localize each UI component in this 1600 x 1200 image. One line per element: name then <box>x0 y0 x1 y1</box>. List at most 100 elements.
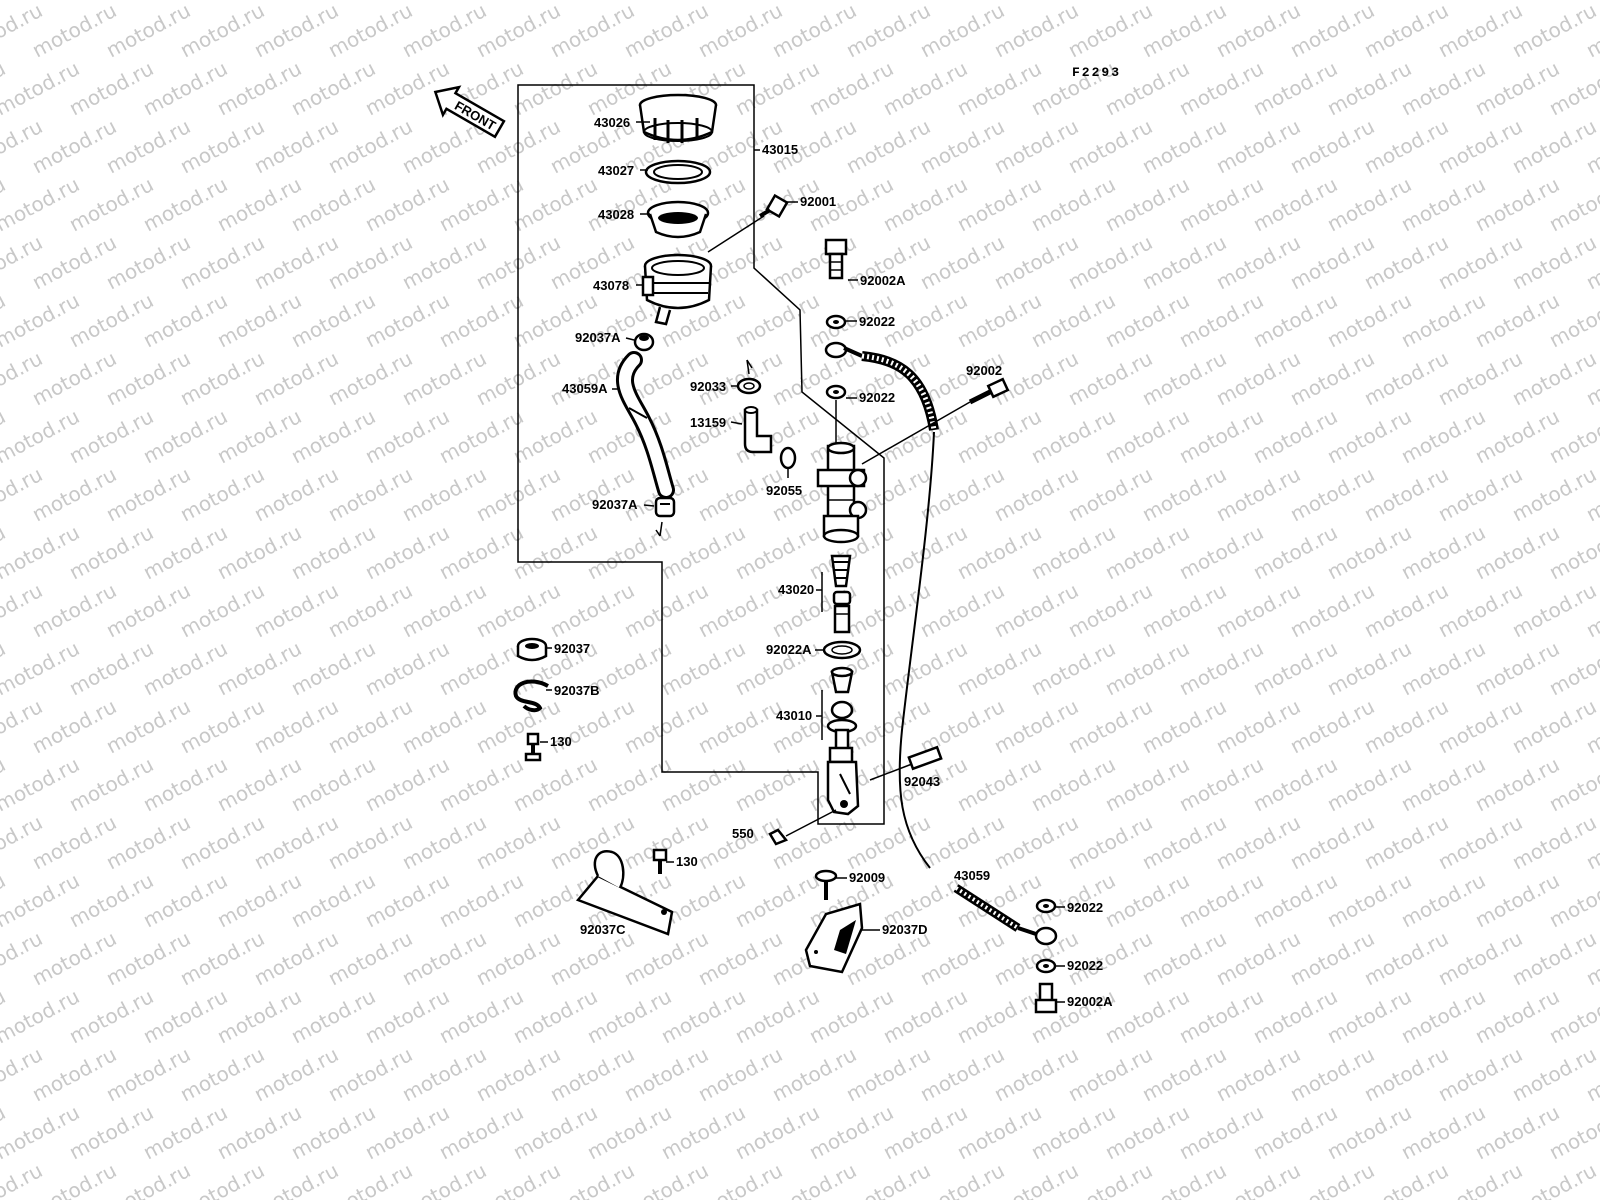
watermark-text: motod.ru <box>28 694 120 758</box>
watermark-text: motod.ru <box>1175 56 1267 120</box>
watermark-text: motod.ru <box>1212 462 1304 526</box>
watermark-text: motod.ru <box>1286 346 1378 410</box>
watermark-text: motod.ru <box>990 1042 1082 1106</box>
watermark-text: motod.ru <box>28 0 120 62</box>
watermark-text: motod.ru <box>546 578 638 642</box>
watermark-text: motod.ru <box>1249 1100 1341 1164</box>
label-92043: 92043 <box>904 774 940 789</box>
labels: 43026 43027 43028 43015 92001 43078 9200… <box>540 115 1113 1009</box>
watermark-text: motod.ru <box>28 462 120 526</box>
watermark-text: motod.ru <box>1508 346 1600 410</box>
watermark-text: motod.ru <box>805 984 897 1048</box>
watermark-text: motod.ru <box>324 346 416 410</box>
watermark-text: motod.ru <box>139 172 231 236</box>
watermark-text: motod.ru <box>213 984 305 1048</box>
watermark-text: motod.ru <box>1397 1100 1489 1164</box>
watermark-text: motod.ru <box>953 520 1045 584</box>
watermark-text: motod.ru <box>731 868 823 932</box>
watermark-text: motod.ru <box>1508 1042 1600 1106</box>
watermark-text: motod.ru <box>731 1100 823 1164</box>
watermark-text: motod.ru <box>1027 404 1119 468</box>
label-130-b: 130 <box>676 854 698 869</box>
diaphragm <box>646 200 710 239</box>
label-43028: 43028 <box>598 207 634 222</box>
watermark-text: motod.ru <box>1101 172 1193 236</box>
watermark-text: motod.ru <box>1101 520 1193 584</box>
label-92037A-top: 92037A <box>575 330 621 345</box>
watermark-text: motod.ru <box>102 926 194 990</box>
watermark-text: motod.ru <box>879 56 971 120</box>
watermark-text: motod.ru <box>1471 288 1563 352</box>
watermark-text: motod.ru <box>102 0 194 62</box>
watermark-text: motod.ru <box>139 636 231 700</box>
watermark-text: motod.ru <box>731 984 823 1048</box>
label-92022-c: 92022 <box>1067 900 1103 915</box>
label-43020: 43020 <box>778 582 814 597</box>
banjo-bolt-top <box>824 238 848 280</box>
watermark-text: motod.ru <box>1249 868 1341 932</box>
watermark-text: motod.ru <box>1138 694 1230 758</box>
label-92002: 92002 <box>966 363 1002 378</box>
watermark-text: motod.ru <box>1212 114 1304 178</box>
watermark-text: motod.ru <box>65 752 157 816</box>
watermark-text: motod.ru <box>694 926 786 990</box>
watermark-text: motod.ru <box>472 578 564 642</box>
watermark-text: motod.ru <box>213 56 305 120</box>
watermark-text: motod.ru <box>1138 926 1230 990</box>
watermark-text: motod.ru <box>472 0 564 62</box>
watermark-text: motod.ru <box>435 520 527 584</box>
watermark-text: motod.ru <box>102 1042 194 1106</box>
watermark-text: motod.ru <box>1360 694 1452 758</box>
watermark-text: motod.ru <box>398 462 490 526</box>
watermark-text: motod.ru <box>990 0 1082 62</box>
watermark-text: motod.ru <box>361 868 453 932</box>
label-92037: 92037 <box>554 641 590 656</box>
watermark-text: motod.ru <box>953 288 1045 352</box>
label-92009: 92009 <box>849 870 885 885</box>
watermark-text: motod.ru <box>324 810 416 874</box>
watermark-text: motod.ru <box>1471 1100 1563 1164</box>
label-92037A-bot: 92037A <box>592 497 638 512</box>
watermark-text: motod.ru <box>28 926 120 990</box>
watermark-text: motod.ru <box>213 1100 305 1164</box>
watermark-text: motod.ru <box>1397 172 1489 236</box>
label-92001: 92001 <box>800 194 836 209</box>
watermark-text: motod.ru <box>250 346 342 410</box>
watermark-text: motod.ru <box>1064 462 1156 526</box>
watermark-text: motod.ru <box>879 404 971 468</box>
watermark-text: motod.ru <box>1101 868 1193 932</box>
watermark-text: motod.ru <box>1471 752 1563 816</box>
watermark-text: motod.ru <box>1360 114 1452 178</box>
watermark-text: motod.ru <box>176 0 268 62</box>
watermark-text: motod.ru <box>1175 984 1267 1048</box>
watermark-text: motod.ru <box>1027 1100 1119 1164</box>
watermark-text: motod.ru <box>139 520 231 584</box>
hose-clamp-bottom <box>654 496 676 537</box>
watermark-text: motod.ru <box>287 56 379 120</box>
watermark-text: motod.ru <box>361 984 453 1048</box>
watermark-text: motod.ru <box>1508 578 1600 642</box>
watermark-text: motod.ru <box>1286 114 1378 178</box>
watermark-text: motod.ru <box>620 578 712 642</box>
watermark-text: motod.ru <box>435 1100 527 1164</box>
watermark-text: motod.ru <box>398 578 490 642</box>
watermark-text: motod.ru <box>1138 230 1230 294</box>
watermark-text: motod.ru <box>287 1100 379 1164</box>
clevis-pin <box>869 745 943 781</box>
watermark-text: motod.ru <box>102 114 194 178</box>
bolt-130-lower <box>652 848 668 874</box>
label-92022A: 92022A <box>766 642 812 657</box>
watermark-text: motod.ru <box>509 404 601 468</box>
watermark-text: motod.ru <box>324 694 416 758</box>
watermark-text: motod.ru <box>1360 578 1452 642</box>
watermark-text: motod.ru <box>361 636 453 700</box>
watermark-text: motod.ru <box>250 462 342 526</box>
watermark-text: motod.ru <box>176 114 268 178</box>
watermark-text: motod.ru <box>1323 868 1415 932</box>
watermark-text: motod.ru <box>805 1100 897 1164</box>
watermark-text: motod.ru <box>287 288 379 352</box>
label-92022-a: 92022 <box>859 314 895 329</box>
watermark-text: motod.ru <box>361 1100 453 1164</box>
watermark-text: motod.ru <box>953 752 1045 816</box>
